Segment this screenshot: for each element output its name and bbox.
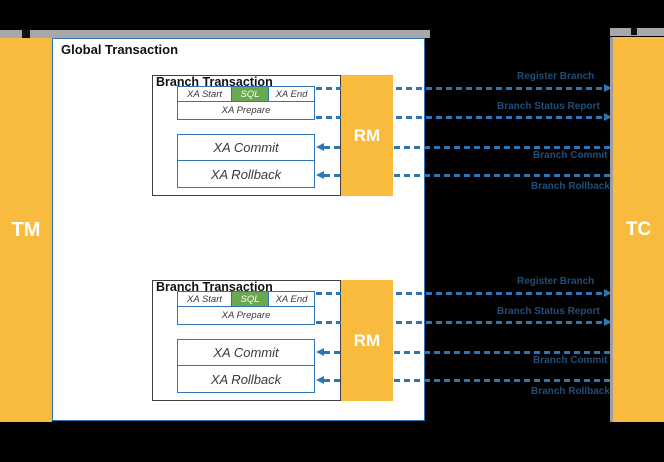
arrowhead-right-icon <box>604 288 612 297</box>
arrowhead-right-icon <box>604 317 612 326</box>
arrowhead-right-icon <box>604 83 612 92</box>
xa-start-cell-1: XA Start <box>186 88 223 100</box>
xa-start-sql-end-row-1: XA Start SQL XA End <box>177 86 315 102</box>
xa-start-sql-end-row-2: XA Start SQL XA End <box>177 291 315 307</box>
arrowhead-right-icon <box>604 112 612 121</box>
xa-start-cell-2: XA Start <box>186 293 223 305</box>
rm-box-1: RM <box>341 75 393 196</box>
register-branch-arrow-2 <box>316 291 605 295</box>
branch-status-report-label-1: Branch Status Report <box>497 101 600 112</box>
xa-rollback-cell-2: XA Rollback <box>177 366 315 393</box>
register-branch-label-1: Register Branch <box>517 71 595 82</box>
arrowhead-left-icon <box>316 170 324 179</box>
sql-cell-1: SQL <box>231 87 269 101</box>
branch-status-report-arrow-1 <box>316 115 605 119</box>
top-bar-tick-right <box>631 28 637 35</box>
xa-prepare-cell-2: XA Prepare <box>177 307 315 325</box>
arrowhead-left-icon <box>316 375 324 384</box>
branch-commit-arrow-2 <box>324 350 612 354</box>
top-gray-bar-left <box>0 30 430 38</box>
branch-commit-arrow-1 <box>324 145 612 149</box>
xa-commit-cell-1: XA Commit <box>177 134 315 161</box>
sql-cell-2: SQL <box>231 292 269 306</box>
arrowhead-left-icon <box>316 347 324 356</box>
tm-label: TM <box>11 218 41 241</box>
top-bar-tick-left <box>22 30 30 38</box>
branch-commit-label-2: Branch Commit <box>533 355 608 366</box>
branch-status-report-arrow-2 <box>316 320 605 324</box>
top-gray-bar-right <box>610 28 664 36</box>
rm-box-2: RM <box>341 280 393 401</box>
rm-label-2: RM <box>353 330 381 350</box>
xa-rollback-cell-1: XA Rollback <box>177 161 315 188</box>
branch-transaction-title-1: Branch Transaction <box>156 75 273 89</box>
branch-commit-label-1: Branch Commit <box>533 150 608 161</box>
branch-rollback-arrow-1 <box>324 173 612 177</box>
branch-status-report-label-2: Branch Status Report <box>497 306 600 317</box>
branch-rollback-label-2: Branch Rollback <box>531 386 610 397</box>
xa-commit-cell-2: XA Commit <box>177 339 315 366</box>
xa-prepare-cell-1: XA Prepare <box>177 102 315 120</box>
tc-label: TC <box>625 218 652 240</box>
tc-box: TC <box>610 37 664 422</box>
branch-rollback-arrow-2 <box>324 378 612 382</box>
xa-end-cell-2: XA End <box>275 293 308 305</box>
tm-box: TM <box>0 38 52 422</box>
register-branch-label-2: Register Branch <box>517 276 595 287</box>
branch-rollback-label-1: Branch Rollback <box>531 181 610 192</box>
register-branch-arrow-1 <box>316 86 605 90</box>
branch-transaction-title-2: Branch Transaction <box>156 280 273 294</box>
xa-end-cell-1: XA End <box>275 88 308 100</box>
global-transaction-title: Global Transaction <box>61 42 179 57</box>
rm-label-1: RM <box>353 125 381 145</box>
arrowhead-left-icon <box>316 142 324 151</box>
